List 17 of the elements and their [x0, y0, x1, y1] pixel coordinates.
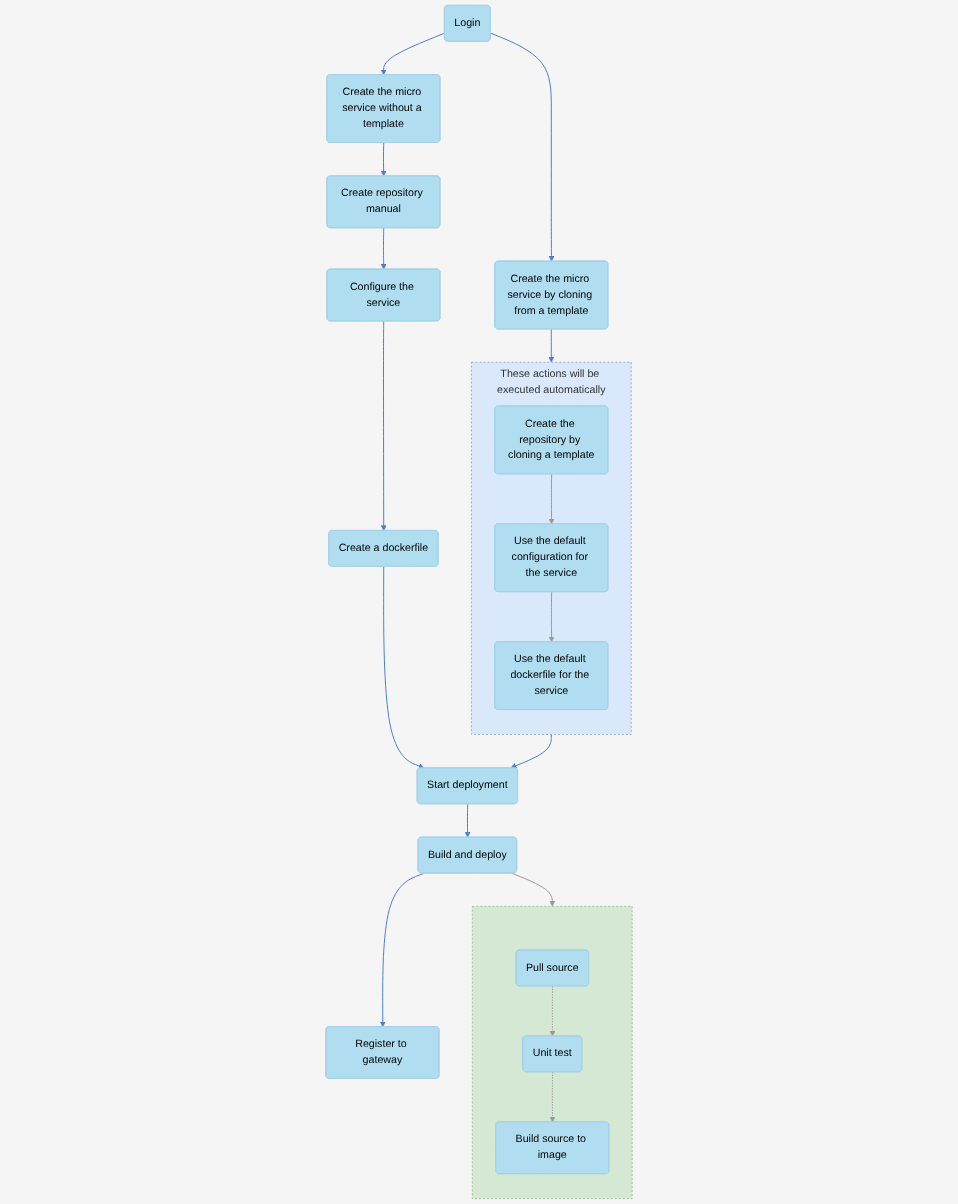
arrow	[510, 734, 552, 769]
arrow	[510, 872, 556, 907]
arrow	[549, 1071, 556, 1123]
arrow	[548, 473, 555, 525]
cluster	[472, 906, 633, 1199]
arrow	[380, 320, 387, 531]
arrow	[379, 872, 425, 1028]
arrow	[548, 591, 555, 643]
arrow	[490, 32, 555, 262]
arrow	[380, 32, 446, 76]
arrow	[380, 227, 387, 270]
arrow	[383, 566, 425, 769]
arrow	[464, 803, 471, 838]
arrow	[549, 985, 556, 1037]
arrow	[380, 142, 387, 177]
arrow	[548, 328, 555, 363]
cluster	[471, 361, 632, 735]
